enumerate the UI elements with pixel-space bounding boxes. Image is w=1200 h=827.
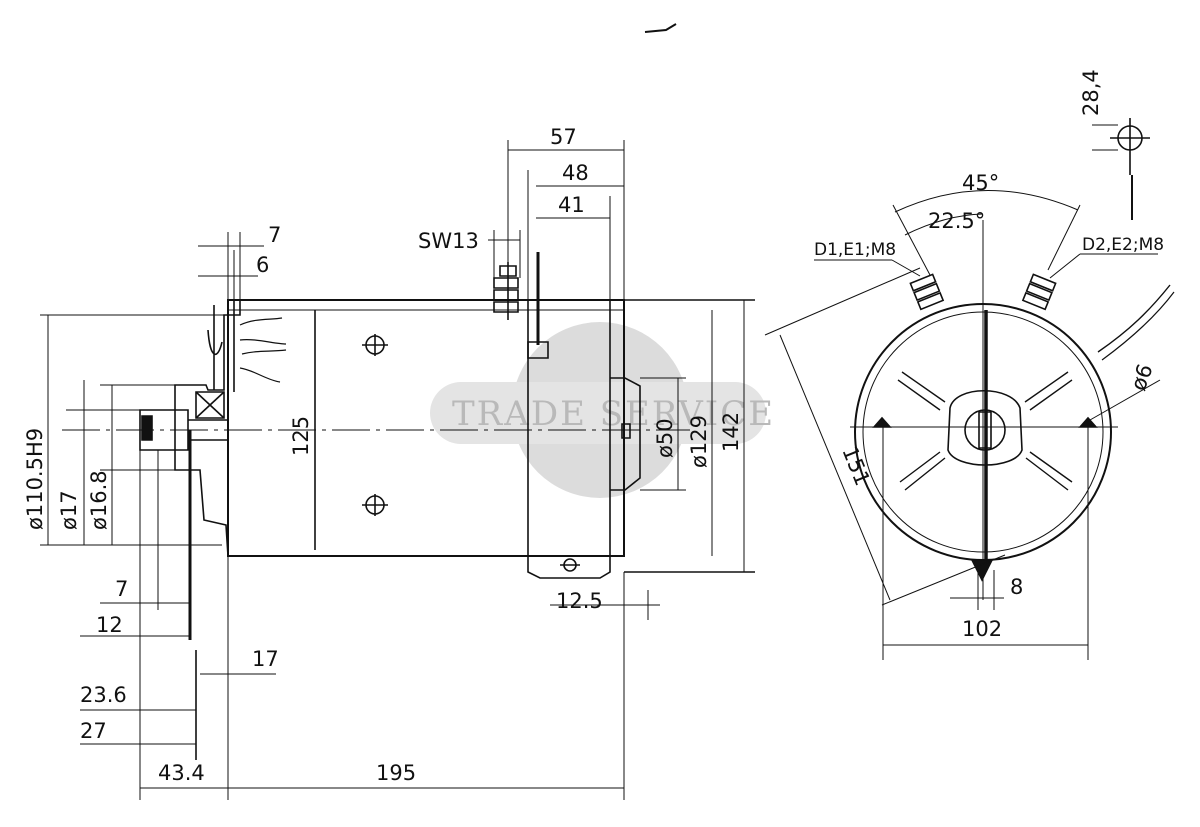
shaft-key	[142, 416, 152, 440]
dim-17: 17	[252, 647, 279, 671]
screw-left	[874, 418, 890, 427]
bottom-mount	[972, 560, 992, 580]
dim-48: 48	[562, 161, 589, 185]
dim-7-top: 7	[268, 223, 281, 247]
dim-43: 43.4	[158, 761, 205, 785]
label-terminal-left: D1,E1;M8	[814, 240, 896, 260]
dim-27: 27	[80, 719, 107, 743]
cable-2	[1102, 292, 1174, 360]
dim-phi16: ø16.8	[87, 470, 111, 530]
dim-125: 125	[289, 416, 313, 456]
spoke-ul	[898, 372, 945, 410]
side-view	[40, 24, 755, 800]
watermark: TRADE SERVICE	[430, 322, 775, 498]
end-cap-bottom	[528, 556, 610, 578]
dim-12-5: 12.5	[556, 589, 603, 613]
terminal-stud	[494, 262, 518, 320]
watermark-band	[430, 382, 766, 444]
label-terminal-right: D2,E2;M8	[1082, 235, 1164, 255]
leader-left-diag	[892, 260, 920, 276]
dim-102: 102	[962, 617, 1002, 641]
screw-right	[1080, 418, 1096, 427]
ext-151-bottom	[882, 555, 1005, 605]
shaft-stub	[140, 410, 188, 450]
dim-sw13: SW13	[418, 229, 479, 253]
dim-12: 12	[96, 613, 123, 637]
dim-7-left: 7	[115, 577, 128, 601]
terminal-left	[910, 274, 943, 309]
leader-phi6	[1090, 380, 1160, 420]
dim-195: 195	[376, 761, 416, 785]
leader-right-diag	[1050, 254, 1080, 278]
dim-angle22: 22.5°	[928, 209, 985, 233]
dim-phi110: ø110.5H9	[23, 428, 47, 530]
angle-45-ray-right	[1048, 205, 1080, 270]
body-screw-top	[362, 334, 388, 356]
motor-body-outline	[228, 300, 624, 556]
dim-phi129: ø129	[687, 415, 711, 468]
stray-mark	[645, 24, 676, 32]
bearing-boss-key	[622, 424, 630, 438]
dim-41: 41	[558, 193, 585, 217]
ring-terminal	[1092, 118, 1150, 220]
hub-outline	[948, 391, 1022, 465]
spoke-lr	[1026, 452, 1072, 490]
spoke-ur	[1025, 372, 1072, 410]
bearing-boss	[610, 378, 640, 490]
dim-angle45: 45°	[962, 171, 999, 195]
angle-45-arc	[895, 190, 1078, 212]
terminal-right	[1023, 274, 1056, 309]
dim-8: 8	[1010, 575, 1023, 599]
flange-detail	[208, 300, 234, 392]
hub-keyway	[979, 412, 991, 448]
dim-23: 23.6	[80, 683, 127, 707]
end-view	[765, 118, 1174, 660]
cable	[1098, 285, 1170, 352]
dim-phi17: ø17	[57, 490, 81, 530]
end-view-labels: 45° 22.5° D1,E1;M8 D2,E2;M8 28,4 ø6 151 …	[814, 69, 1164, 641]
side-view-labels: 57 48 41 SW13 7 6 ø110.5H9 ø17 ø16.8 7 1…	[23, 125, 743, 785]
wire-bundle	[240, 318, 286, 382]
body-screw-bottom	[362, 494, 388, 516]
dim-phi50: ø50	[653, 418, 677, 458]
hub-shaft	[965, 410, 1005, 450]
brush-holder	[528, 342, 548, 358]
bearing-cross-2	[196, 392, 224, 418]
dim-phi6: ø6	[1126, 361, 1158, 394]
bearing-block	[196, 392, 224, 418]
angle-45-ray-left	[893, 205, 930, 275]
angle-22-arc	[905, 214, 983, 235]
dim-151: 151	[837, 443, 874, 489]
dimline-151	[780, 335, 890, 600]
ext-151-top	[765, 268, 920, 335]
watermark-text: TRADE SERVICE	[452, 394, 775, 434]
dim-142: 142	[719, 412, 743, 452]
dim-57: 57	[550, 125, 577, 149]
spoke-ll	[900, 452, 945, 490]
dim-28: 28,4	[1079, 69, 1103, 116]
dim-6-top: 6	[256, 253, 269, 277]
flange-outline	[175, 300, 240, 556]
